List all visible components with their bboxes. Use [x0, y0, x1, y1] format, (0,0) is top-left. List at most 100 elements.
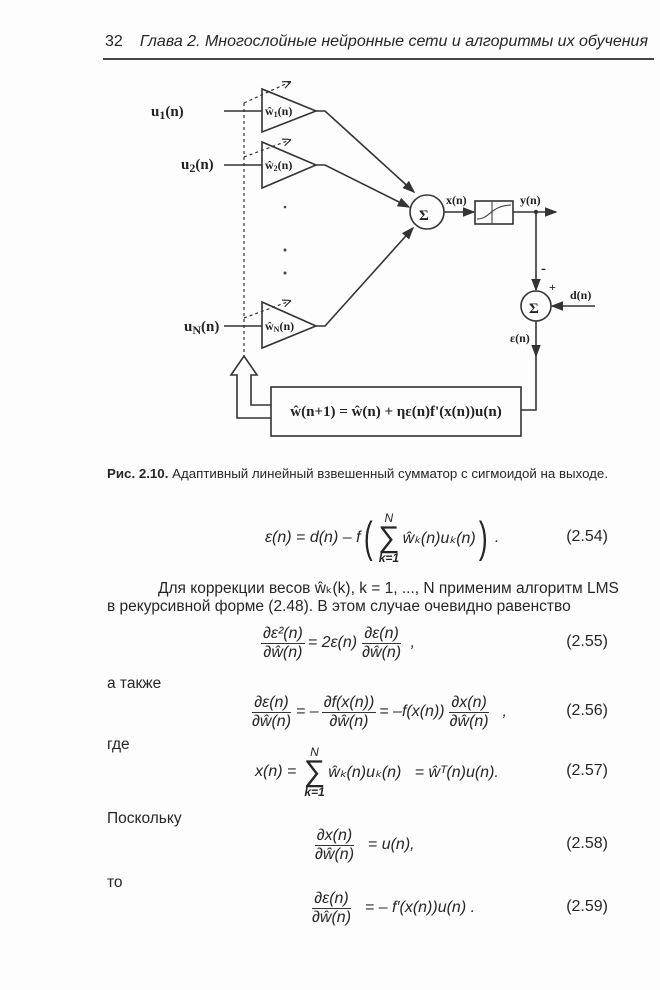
adaptive-summator-diagram: u1(n) u2(n) uN(n) ŵ1(n) ŵ2(n) ŵN(n) Σ Σ … [151, 0, 595, 437]
minus-sign: - [541, 261, 546, 277]
numerator: ∂x(n) [314, 826, 355, 846]
sigmoid-curve [476, 204, 512, 220]
input-label-2: u2(n) [181, 157, 214, 175]
denominator: ∂ŵ(n) [315, 845, 355, 863]
equation-number: (2.59) [566, 898, 608, 915]
equation-text: , [493, 703, 507, 720]
update-rule-box [270, 386, 522, 437]
denominator: ∂ŵ(n) [362, 643, 402, 661]
equation-text: = – f′(x(n))u(n) . [356, 899, 476, 916]
equation-text: = u(n), [359, 836, 415, 853]
equation-number: (2.56) [566, 702, 608, 719]
connection-2 [316, 164, 411, 208]
x-label: x(n) [446, 193, 467, 207]
fraction: ∂x(n)∂ŵ(n) [448, 694, 491, 731]
text-where: где [107, 736, 130, 753]
equation-text: = 2ε(n) [307, 634, 358, 651]
caption-label: Рис. 2.10. [107, 466, 169, 481]
connection-n [316, 226, 415, 327]
equation-text: ε(n) = d(n) – f [265, 529, 361, 546]
paragraph-line: Для коррекции весов ŵₖ(k), k = 1, ..., N… [158, 580, 619, 597]
sigmoid-block [474, 200, 514, 225]
weight-update-arrow [229, 354, 271, 419]
equation-text: = –f(x(n)) [379, 703, 445, 720]
equation-2.59: ∂ε(n)∂ŵ(n) = – f′(x(n))u(n) . [307, 883, 475, 933]
weight-amplifier-2 [261, 140, 319, 190]
fraction: ∂ε²(n)∂ŵ(n) [261, 625, 305, 662]
running-title: Глава 2. Многослойные нейронные сети и а… [139, 33, 648, 50]
fraction: ∂ε(n)∂ŵ(n) [360, 625, 403, 662]
ellipsis-dot [283, 205, 287, 209]
error-sum-symbol: Σ [529, 301, 539, 317]
large-parenthesis: ) [478, 513, 488, 562]
equation-2.56: ∂ε(n)∂ŵ(n)= –∂f(x(n))∂ŵ(n)= –f(x(n))∂x(n… [247, 687, 507, 737]
equation-2.58: ∂x(n)∂ŵ(n) = u(n), [310, 820, 415, 870]
ellipsis-dot [283, 248, 287, 252]
junction-dot [533, 209, 539, 215]
input-label-n: uN(n) [184, 319, 219, 337]
caption-text: Адаптивный линейный взвешенный сумматор … [168, 466, 609, 481]
weight-label-1: ŵ1(n) [265, 104, 292, 119]
error-label: ε(n) [510, 331, 530, 345]
equation-text: ŵₖ(n)uₖ(n) = ŵᵀ(n)u(n). [328, 764, 499, 781]
denominator: ∂ŵ(n) [312, 908, 352, 926]
sigma-symbol: ∑ [378, 521, 400, 554]
input-label-1: u1(n) [151, 104, 184, 122]
equation-text: x(n) = [255, 763, 301, 780]
equation-number: (2.54) [566, 528, 608, 545]
numerator: ∂f(x(n)) [321, 693, 377, 713]
fraction: ∂x(n)∂ŵ(n) [313, 827, 356, 864]
page-number: 32 [105, 33, 123, 50]
header-rule [103, 58, 654, 60]
equation-2.55: ∂ε²(n)∂ŵ(n)= 2ε(n)∂ε(n)∂ŵ(n) , [258, 618, 415, 668]
error-to-update-line [521, 356, 537, 411]
denominator: ∂ŵ(n) [252, 712, 292, 730]
equation-number: (2.57) [566, 762, 608, 779]
summation: N∑k=1 [378, 512, 399, 564]
fraction: ∂f(x(n))∂ŵ(n) [321, 693, 377, 731]
denominator: ∂ŵ(n) [449, 712, 489, 730]
large-parenthesis: ( [363, 513, 373, 562]
sum-lower-limit: k=1 [378, 551, 400, 565]
paragraph-line: в рекурсивной форме (2.48). В этом случа… [107, 598, 571, 615]
text-then: то [107, 874, 123, 891]
numerator: ∂ε(n) [362, 624, 401, 644]
text-since: Поскольку [107, 810, 182, 827]
y-label: y(n) [520, 193, 541, 207]
sum-lower-limit: k=1 [304, 785, 325, 799]
connection-1 [316, 110, 416, 194]
plus-sign: + [549, 280, 556, 294]
weight-amplifier-n [261, 300, 319, 350]
adjust-arrow-n [243, 301, 290, 319]
equation-text: . [490, 529, 500, 546]
figure-caption: Рис. 2.10. Адаптивный линейный взвешенны… [107, 466, 608, 481]
sum-upper-limit: N [310, 745, 319, 759]
weight-amplifier-1 [261, 87, 319, 134]
equation-text: , [406, 634, 416, 651]
equation-number: (2.58) [566, 835, 608, 852]
adjust-arrow-2 [243, 140, 290, 158]
numerator: ∂x(n) [449, 693, 489, 713]
sum-symbol: Σ [419, 208, 429, 224]
numerator: ∂ε(n) [312, 889, 351, 909]
numerator: ∂ε(n) [252, 693, 291, 713]
equation-number: (2.55) [566, 633, 608, 650]
adjust-arrow-1 [243, 82, 290, 104]
weight-label-2: ŵ2(n) [265, 158, 292, 173]
text-also: а также [107, 675, 162, 692]
equation-text: ŵₖ(n)uₖ(n) [402, 530, 476, 547]
weight-label-n: ŵN(n) [265, 319, 294, 334]
ellipsis-dot [283, 271, 287, 275]
d-label: d(n) [570, 288, 591, 302]
sum-upper-limit: N [384, 511, 394, 525]
summation: N∑k=1 [304, 746, 325, 798]
sigma-symbol: ∑ [303, 755, 326, 788]
denominator: ∂ŵ(n) [263, 643, 303, 661]
fraction: ∂ε(n)∂ŵ(n) [310, 890, 353, 927]
denominator: ∂ŵ(n) [329, 712, 369, 730]
update-rule-formula: ŵ(n+1) = ŵ(n) + ηε(n)f'(x(n))u(n) [290, 404, 501, 420]
numerator: ∂ε²(n) [261, 624, 305, 644]
equation-text: = – [296, 703, 319, 720]
